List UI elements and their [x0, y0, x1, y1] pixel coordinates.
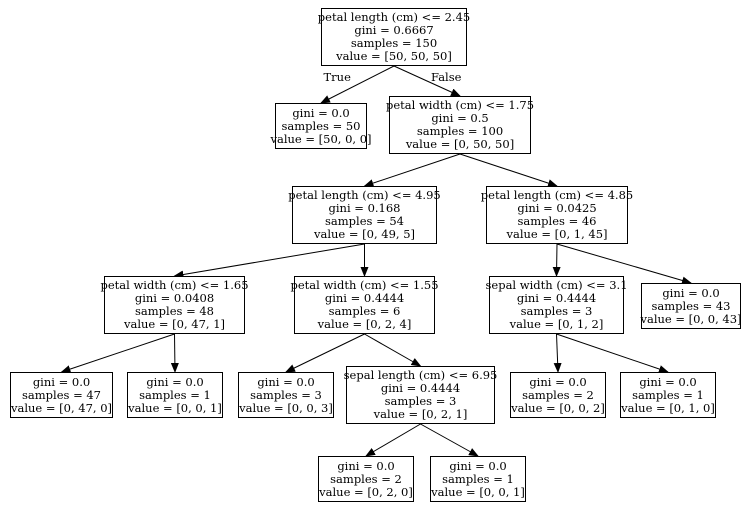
edge-n6-n11 — [285, 333, 365, 373]
edge-n4-n7 — [552, 243, 561, 277]
node-value-text: value = [0, 0, 3] — [239, 400, 333, 415]
node-split-text: sepal width (cm) <= 3.1 — [485, 278, 628, 292]
node-value-text: value = [0, 2, 1] — [373, 407, 468, 421]
edge-n12-n15 — [365, 423, 421, 457]
node-gini-text: gini = 0.0 — [639, 374, 697, 389]
node-gini-text: gini = 0.0 — [292, 105, 350, 120]
node-samples-text: samples = 150 — [350, 36, 438, 50]
edge-n7-n13 — [553, 333, 562, 373]
edge-n2-n3 — [363, 153, 461, 187]
node-samples-text: samples = 1 — [632, 387, 704, 402]
node-gini-text: gini = 0.0 — [146, 374, 204, 389]
node-value-text: value = [0, 1, 0] — [621, 400, 715, 415]
node-samples-text: samples = 54 — [325, 214, 404, 228]
edge-n3-n5 — [173, 243, 365, 279]
node-split-text: sepal length (cm) <= 6.95 — [343, 368, 498, 382]
edge-n5-n9 — [60, 333, 175, 373]
node-gini-text: gini = 0.4444 — [516, 291, 597, 305]
node-value-text: value = [0, 49, 5] — [313, 227, 416, 241]
node-samples-text: samples = 2 — [522, 387, 594, 402]
node-samples-text: samples = 1 — [442, 471, 514, 486]
edge-n4-n8 — [556, 243, 692, 285]
node-value-text: value = [0, 2, 0] — [319, 484, 413, 499]
node-value-text: value = [0, 47, 0] — [10, 400, 113, 415]
node-gini-text: gini = 0.4444 — [324, 291, 405, 305]
node-samples-text: samples = 6 — [328, 304, 401, 318]
node-value-text: value = [0, 0, 2] — [511, 400, 605, 415]
edge-n0-n1 — [320, 65, 395, 104]
node-samples-text: samples = 3 — [384, 394, 457, 408]
node-split-text: petal length (cm) <= 2.45 — [317, 10, 471, 24]
node-split-text: petal length (cm) <= 4.85 — [480, 188, 634, 202]
node-value-text: value = [0, 0, 43] — [640, 311, 742, 326]
node-value-text: value = [0, 0, 1] — [431, 484, 525, 499]
node-value-text: value = [0, 47, 1] — [123, 317, 226, 331]
node-split-text: petal width (cm) <= 1.65 — [100, 278, 249, 292]
node-samples-text: samples = 46 — [517, 214, 597, 228]
node-value-text: value = [0, 2, 4] — [317, 317, 412, 331]
node-gini-text: gini = 0.5 — [431, 111, 489, 125]
node-value-text: value = [50, 0, 0] — [270, 131, 372, 146]
node-value-text: value = [0, 1, 45] — [506, 227, 608, 241]
node-samples-text: samples = 3 — [250, 387, 322, 402]
node-split-text: petal width (cm) <= 1.75 — [385, 98, 535, 112]
edge-n2-n4 — [459, 153, 558, 187]
edge-n5-n10 — [170, 333, 179, 373]
node-gini-text: gini = 0.0 — [449, 458, 507, 473]
node-samples-text: samples = 3 — [520, 304, 593, 318]
node-value-text: value = [0, 1, 2] — [509, 317, 604, 331]
edge-n7-n14 — [556, 333, 669, 373]
edge-n12-n16 — [420, 423, 479, 457]
edge-n0-n2 — [393, 65, 461, 97]
edge-label-false: False — [431, 70, 462, 84]
node-split-text: petal width (cm) <= 1.55 — [290, 278, 439, 292]
node-value-text: value = [0, 0, 1] — [128, 400, 222, 415]
edge-n6-n12 — [364, 333, 422, 367]
node-split-text: petal length (cm) <= 4.95 — [288, 188, 441, 202]
node-samples-text: samples = 48 — [135, 304, 214, 318]
node-samples-text: samples = 43 — [651, 298, 731, 313]
node-gini-text: gini = 0.0 — [32, 374, 91, 389]
node-samples-text: samples = 47 — [22, 387, 101, 402]
node-gini-text: gini = 0.168 — [328, 201, 401, 215]
edge-label-true: True — [323, 70, 351, 84]
node-samples-text: samples = 50 — [281, 118, 361, 133]
node-gini-text: gini = 0.0 — [257, 374, 315, 389]
node-gini-text: gini = 0.6667 — [354, 23, 434, 37]
node-gini-text: gini = 0.0 — [337, 458, 395, 473]
node-samples-text: samples = 100 — [416, 124, 504, 138]
node-gini-text: gini = 0.4444 — [380, 381, 461, 395]
node-value-text: value = [50, 50, 50] — [336, 49, 452, 63]
node-gini-text: gini = 0.0 — [662, 285, 720, 300]
node-samples-text: samples = 1 — [139, 387, 211, 402]
node-value-text: value = [0, 50, 50] — [405, 137, 515, 151]
node-gini-text: gini = 0.0 — [529, 374, 587, 389]
node-gini-text: gini = 0.0425 — [517, 201, 597, 215]
node-gini-text: gini = 0.0408 — [134, 291, 215, 305]
node-samples-text: samples = 2 — [330, 471, 402, 486]
